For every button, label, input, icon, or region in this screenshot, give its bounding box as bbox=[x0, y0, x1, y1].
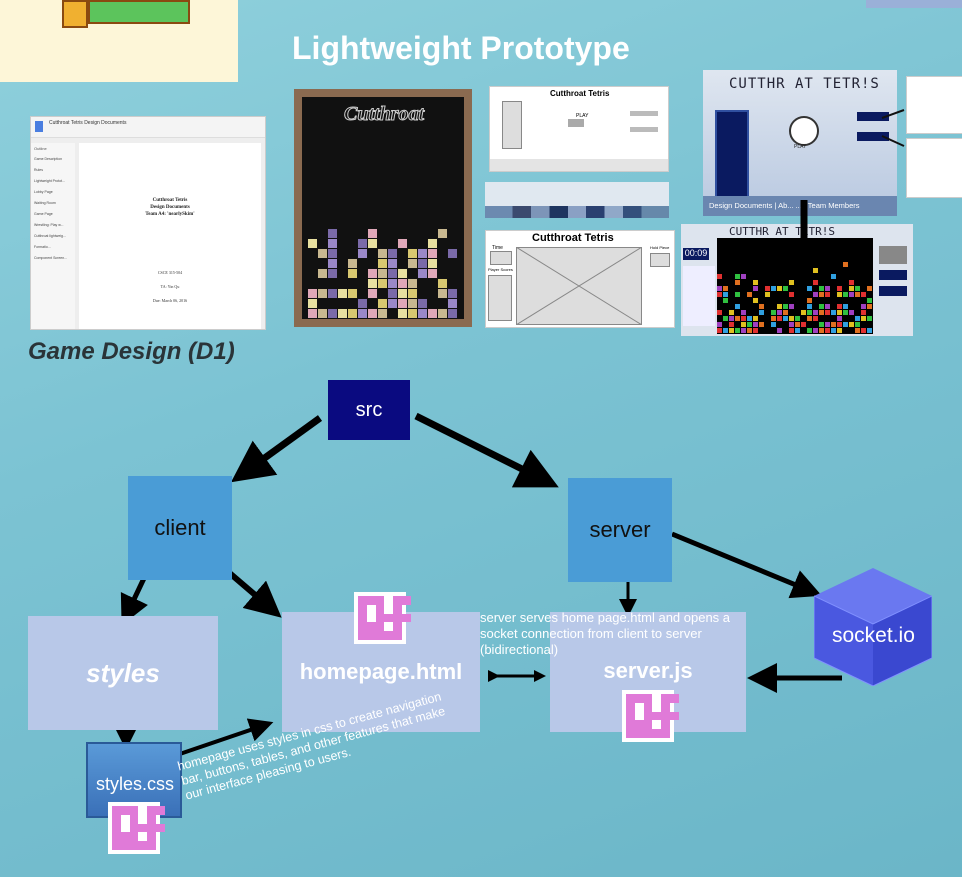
prototype-photo: Cutthroat bbox=[294, 89, 472, 327]
node-homepage: homepage.html bbox=[282, 612, 480, 732]
doc-page-thumb-1 bbox=[906, 76, 962, 134]
socketio-label: socket.io bbox=[832, 624, 915, 647]
server-note: server serves home page.html and opens a… bbox=[480, 610, 731, 657]
pixel-icon-homepage bbox=[354, 592, 411, 644]
stylescss-label: styles.css bbox=[96, 774, 175, 794]
doc-page: Cutthroat Tetris Design Documents Team A… bbox=[79, 143, 261, 329]
doc-app-title: Cutthroat Tetris Design Documents bbox=[49, 120, 127, 126]
wireframe-play: Cutthroat Tetris PLAY bbox=[489, 86, 669, 172]
caption-game-design: Game Design (D1) bbox=[28, 338, 235, 365]
node-server: server bbox=[568, 478, 672, 582]
outline-item[interactable]: Lightweight Protot... bbox=[34, 179, 65, 183]
doc-page-thumb-2 bbox=[906, 138, 962, 198]
design-doc-thumbnail: Cutthroat Tetris Design Documents Outlin… bbox=[30, 116, 266, 330]
corner-strip bbox=[866, 0, 962, 8]
outline-item[interactable]: Component Screen... bbox=[34, 256, 68, 260]
node-client: client bbox=[128, 476, 232, 580]
pixel-icon-stylescss bbox=[108, 802, 165, 854]
outline-item[interactable]: Waiting Room bbox=[34, 201, 56, 205]
screenshot-game: CUTTHR AT TETR!S 00:09 bbox=[681, 224, 913, 336]
outline-item[interactable]: Game Description bbox=[34, 157, 63, 161]
doc-arrows bbox=[881, 109, 905, 147]
outline-item[interactable]: Formatio... bbox=[34, 245, 51, 249]
outline-item[interactable]: Game Page bbox=[34, 212, 53, 216]
outline-item[interactable]: Cutthroat lightweig... bbox=[34, 234, 66, 238]
node-src: src bbox=[328, 380, 410, 440]
outline-item[interactable]: Wrestling: Play w... bbox=[34, 223, 64, 227]
color-strip bbox=[485, 182, 669, 218]
outline-item[interactable]: Lobby Page bbox=[34, 190, 53, 194]
node-styles: styles bbox=[28, 616, 218, 730]
screenshot-home: CUTTHR AT TETR!S PLAY Design Documents |… bbox=[703, 70, 897, 216]
wireframe-game: Cutthroat Tetris Time Player Scores Hold… bbox=[485, 230, 675, 328]
pixel-icon-serverjs bbox=[622, 690, 679, 742]
cartoon-thumbnail bbox=[0, 0, 238, 82]
outline-item[interactable]: Rules bbox=[34, 168, 43, 172]
page-title: Lightweight Prototype bbox=[292, 30, 630, 66]
socketio-cube bbox=[814, 568, 932, 686]
play-icon bbox=[789, 116, 819, 146]
